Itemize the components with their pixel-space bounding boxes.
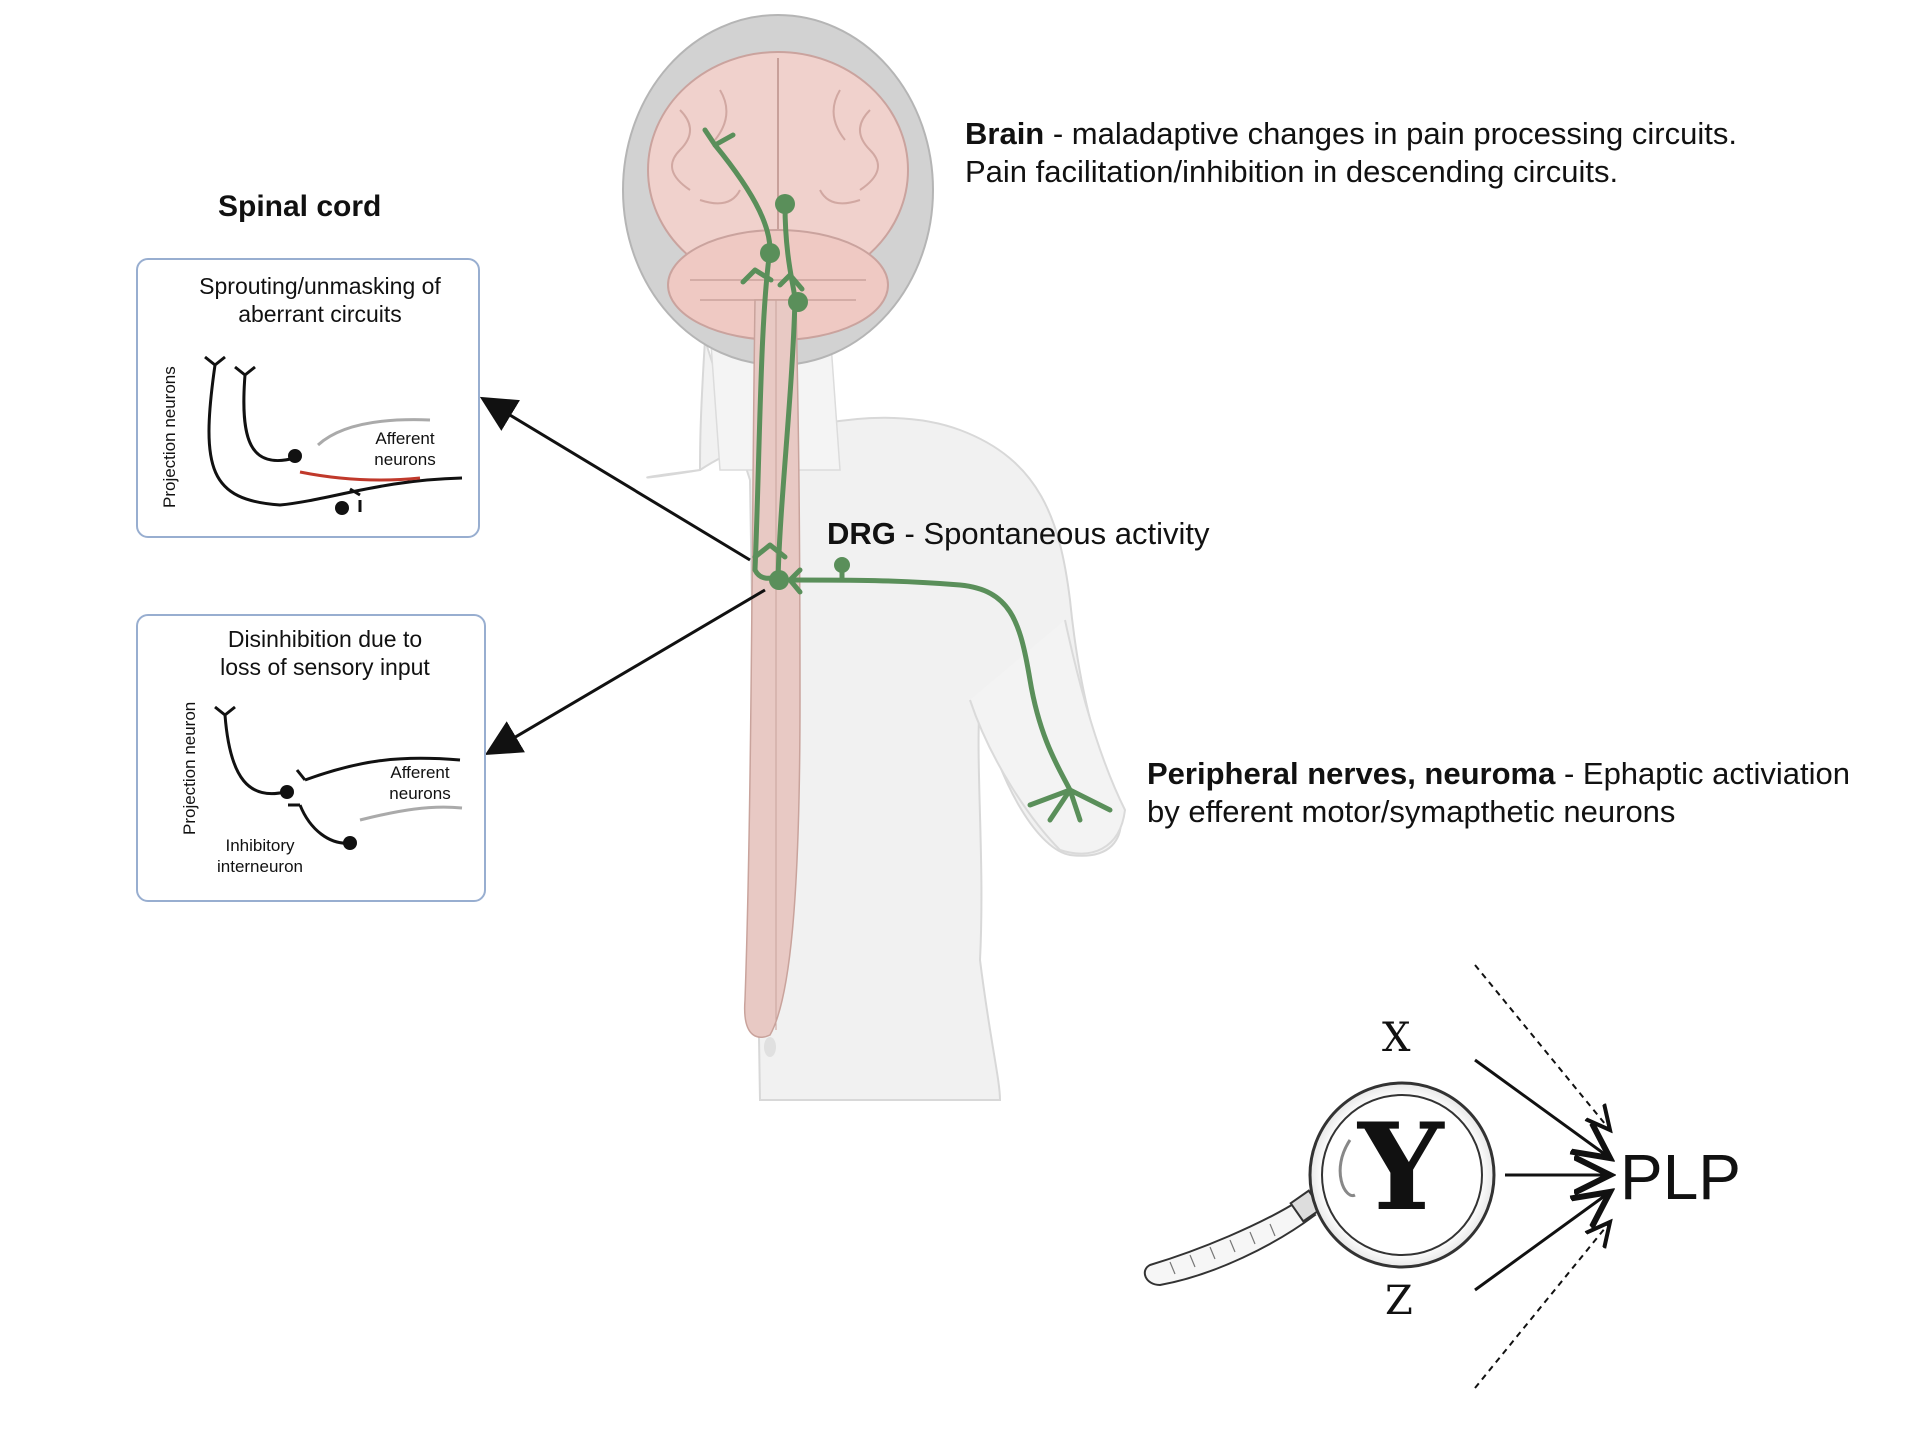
inhibitory-interneuron-label: Inhibitory interneuron: [200, 835, 320, 877]
afferent-label-line2: neurons: [374, 450, 436, 469]
sprouting-circuit-diagram: [204, 355, 463, 512]
arrow-to-sprouting-box: [479, 396, 751, 562]
sprouting-box: [136, 258, 480, 538]
synapse-dot: [343, 836, 357, 850]
synapse-dot: [280, 785, 294, 799]
spinal-cord-column: [743, 299, 801, 1057]
dashed-arrow-top: [1474, 964, 1610, 1130]
disinhibition-title-line2: loss of sensory input: [220, 654, 430, 680]
synapse-dot: [335, 501, 349, 515]
nerve-terminals: [760, 194, 850, 590]
projection-neuron-label: Projection neuron: [180, 701, 199, 835]
peripheral-label-bold: Peripheral nerves, neuroma: [1147, 756, 1556, 791]
drg-label-text: - Spontaneous activity: [895, 516, 1210, 551]
spinal-cord-heading: Spinal cord: [218, 190, 382, 223]
afferent-label-line1: Afferent: [390, 763, 450, 782]
dashed-arrow-bottom: [1474, 1222, 1610, 1389]
arrow-to-disinhibition-box: [484, 588, 766, 756]
causal-diagram: [1143, 964, 1610, 1389]
drg-annotation: DRG - Spontaneous activity: [827, 515, 1210, 553]
magnifying-glass-icon: [1143, 1081, 1496, 1287]
sprouting-box-title: Sprouting/unmasking of aberrant circuits: [199, 273, 441, 327]
brain-label-bold: Brain: [965, 116, 1045, 151]
inhibitory-label-line2: interneuron: [216, 857, 303, 876]
y-variable-label: Y: [1358, 1097, 1444, 1238]
x-variable-label: X: [1382, 1015, 1411, 1061]
arrow-x-to-plp: [1474, 1058, 1610, 1158]
peripheral-label-line2: by efferent motor/symapthetic neurons: [1147, 794, 1676, 829]
afferent-label-line1: Afferent: [375, 429, 435, 448]
disinhibition-box: [136, 614, 486, 902]
plp-outcome-label: PLP: [1620, 1141, 1741, 1213]
inhibitory-label-line1: Inhibitory: [225, 836, 295, 855]
disinhibition-box-title: Disinhibition due to loss of sensory inp…: [180, 625, 470, 681]
afferent-label-line2: neurons: [389, 784, 451, 803]
peripheral-annotation: Peripheral nerves, neuroma - Ephaptic ac…: [1147, 755, 1850, 831]
head: [622, 14, 934, 366]
projection-neurons-label: Projection neurons: [160, 366, 179, 508]
brain-annotation: Brain - maladaptive changes in pain proc…: [965, 115, 1737, 191]
disinhibition-circuit-diagram: [214, 705, 463, 845]
drg-label-bold: DRG: [827, 516, 896, 551]
afferent-neurons-label-2: Afferent neurons: [375, 762, 465, 804]
body-silhouette: [646, 329, 1127, 1101]
brain-label-text: - maladaptive changes in pain processing…: [1044, 116, 1737, 151]
z-variable-label: Z: [1385, 1278, 1413, 1324]
arrow-z-to-plp: [1474, 1192, 1610, 1292]
nerve-pathway: [702, 127, 1113, 823]
synapse-dot: [288, 449, 302, 463]
afferent-neurons-label-1: Afferent neurons: [360, 428, 450, 470]
disinhibition-title-line1: Disinhibition due to: [227, 626, 423, 652]
peripheral-label-text: - Ephaptic activiation: [1555, 756, 1850, 791]
brain-label-line2: Pain facilitation/inhibition in descendi…: [965, 154, 1619, 189]
